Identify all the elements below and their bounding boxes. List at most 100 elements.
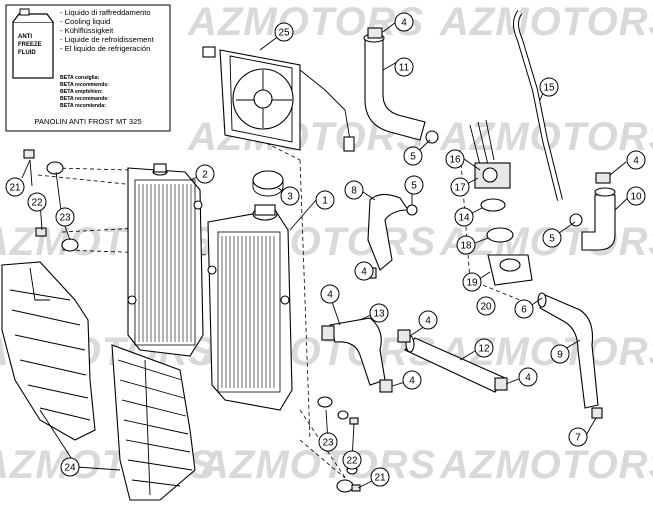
- coolant-info-box: ANTI FREEZE FLUID - Liquido di raffredda…: [5, 4, 171, 132]
- callout-24: 24: [60, 457, 80, 477]
- callout-circle: [318, 432, 338, 452]
- can-label-line: FLUID: [18, 50, 36, 56]
- beta-line: BETA empfehlen:: [60, 89, 103, 95]
- callout-6: 6: [514, 299, 534, 319]
- callout-22: 22: [27, 192, 47, 212]
- callout-number: 4: [361, 267, 367, 278]
- beta-line: BETA recommends:: [60, 82, 109, 88]
- callout-25: 25: [274, 22, 294, 42]
- callout-circle: [280, 186, 300, 206]
- callout-5: 5: [403, 146, 423, 166]
- watermark: AZMOTORS: [187, 0, 424, 44]
- callout-circle: [315, 190, 335, 210]
- callout-number: 8: [351, 186, 357, 197]
- callout-number: 24: [64, 463, 76, 474]
- callout-19: 19: [462, 272, 482, 292]
- callout-20: 20: [476, 296, 496, 316]
- callout-number: 16: [449, 155, 461, 166]
- callout-number: 15: [543, 83, 555, 94]
- product-name: PANOLIN ANTI FROST MT 325: [34, 117, 141, 126]
- callout-11: 11: [394, 57, 414, 77]
- antifreeze-can-icon: ANTI FREEZE FLUID: [12, 8, 54, 79]
- callout-number: 13: [373, 309, 385, 320]
- callout-number: 4: [633, 156, 639, 167]
- callout-number: 5: [549, 234, 555, 245]
- callout-circle: [404, 175, 424, 195]
- callout-number: 12: [478, 344, 490, 355]
- callout-4: 4: [394, 12, 414, 32]
- hose-13: [329, 317, 386, 386]
- callout-22: 22: [342, 450, 362, 470]
- radiator-right: [207, 204, 293, 411]
- thermostat-assembly: [469, 119, 533, 286]
- callout-18: 18: [456, 235, 476, 255]
- callout-number: 9: [557, 350, 563, 361]
- callout-10: 10: [626, 186, 646, 206]
- callout-number: 4: [409, 376, 415, 387]
- callout-number: 22: [346, 456, 358, 467]
- callout-17: 17: [450, 177, 470, 197]
- callout-circle: [418, 310, 438, 330]
- callout-21: 21: [5, 177, 25, 197]
- callout-circle: [454, 207, 474, 227]
- callout-circle: [402, 370, 422, 390]
- callout-number: 3: [287, 192, 293, 203]
- callout-number: 18: [460, 241, 472, 252]
- coolant-line: - Liquide de refroidissement: [60, 35, 155, 44]
- callout-number: 20: [480, 302, 492, 313]
- callout-5: 5: [542, 228, 562, 248]
- callout-circle: [320, 284, 340, 304]
- callout-9: 9: [550, 344, 570, 364]
- callout-circle: [474, 338, 494, 358]
- callout-number: 4: [327, 290, 333, 301]
- callout-circle: [354, 261, 374, 281]
- callout-circle: [55, 207, 75, 227]
- callout-circle: [568, 427, 588, 447]
- callout-number: 6: [521, 305, 527, 316]
- callout-circle: [539, 77, 559, 97]
- coolant-line: - El liquido de refrigeración: [60, 44, 150, 53]
- radiator-cap: [252, 170, 284, 197]
- callout-circle: [369, 303, 389, 323]
- callout-circle: [370, 467, 390, 487]
- callout-number: 19: [466, 278, 478, 289]
- callout-circle: [626, 186, 646, 206]
- callout-number: 4: [401, 18, 407, 29]
- callout-circle: [450, 177, 470, 197]
- callout-circle: [342, 450, 362, 470]
- radiator-guard-left: [1, 261, 96, 441]
- callout-circle: [456, 235, 476, 255]
- can-label-line: FREEZE: [18, 42, 42, 48]
- callout-number: 22: [31, 198, 43, 209]
- callout-14: 14: [454, 207, 474, 227]
- callout-number: 14: [458, 213, 470, 224]
- callout-number: 21: [374, 473, 386, 484]
- callout-12: 12: [474, 338, 494, 358]
- callout-number: 25: [278, 28, 290, 39]
- callout-5: 5: [404, 175, 424, 195]
- callout-number: 1: [322, 196, 328, 207]
- watermark: AZMOTORS: [439, 443, 653, 487]
- callout-2: 2: [195, 164, 215, 184]
- callout-circle: [27, 192, 47, 212]
- callout-number: 5: [411, 181, 417, 192]
- callout-4: 4: [402, 370, 422, 390]
- watermark: AZMOTORS: [199, 443, 436, 487]
- radiator-guard-right: [111, 344, 196, 501]
- callout-circle: [445, 149, 465, 169]
- callout-number: 10: [630, 192, 642, 203]
- callout-circle: [403, 146, 423, 166]
- callout-16: 16: [445, 149, 465, 169]
- callout-4: 4: [320, 284, 340, 304]
- beta-line: BETA consiglia:: [60, 75, 99, 81]
- callout-23: 23: [55, 207, 75, 227]
- callout-number: 4: [525, 373, 531, 384]
- fasteners: [23, 149, 361, 493]
- can-label-line: ANTI: [18, 34, 32, 40]
- beta-line: BETA recommande:: [60, 96, 109, 102]
- callout-circle: [462, 272, 482, 292]
- callout-3: 3: [280, 186, 300, 206]
- callout-circle: [476, 296, 496, 316]
- callout-4: 4: [626, 150, 646, 170]
